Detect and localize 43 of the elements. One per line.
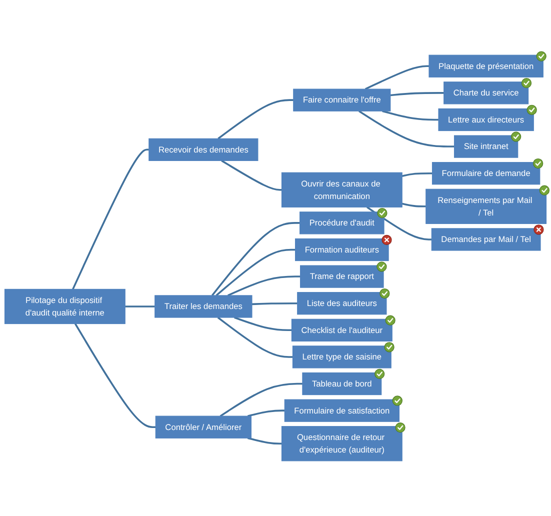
process-box: Lettre aux directeurs xyxy=(438,108,534,132)
connector-line xyxy=(72,148,149,290)
connector-line xyxy=(364,65,429,90)
connector-line xyxy=(217,316,293,358)
process-box: Contrôler / Améliorer xyxy=(155,416,252,438)
process-box: Renseignements par Mail / Tel xyxy=(426,188,547,224)
process-box: Recevoir des demandes xyxy=(148,138,258,161)
process-box: Formulaire de satisfaction xyxy=(284,399,400,422)
process-box: Charte du service xyxy=(444,82,529,104)
connector-line xyxy=(390,92,444,96)
process-box: Lettre type de saisine xyxy=(292,346,392,368)
process-box: Questionnaire de retour d'expérieuce (auditeur) xyxy=(281,426,402,462)
connector-line xyxy=(125,306,155,308)
connector-line xyxy=(228,276,300,296)
connector-line xyxy=(247,410,285,417)
process-box: Pilotage du dispositif d'audit qualité interne xyxy=(4,288,126,324)
connector-line xyxy=(366,206,432,240)
process-box: Plaquette de présentation xyxy=(428,54,544,78)
connector-line xyxy=(218,99,294,140)
process-box: Tableau de bord xyxy=(302,372,382,396)
process-box: Trame de rapport xyxy=(300,265,384,288)
connector-line xyxy=(247,437,282,445)
process-box: Procédure d'audit xyxy=(300,212,384,234)
process-box: Faire connaitre l'offre xyxy=(293,88,391,112)
connector-line xyxy=(402,202,426,208)
connector-line xyxy=(216,248,296,296)
connector-line xyxy=(221,160,282,191)
process-box: Traiter les demandes xyxy=(154,295,252,318)
process-box: Liste des auditeurs xyxy=(297,292,387,315)
connector-line xyxy=(211,222,300,296)
connector-line xyxy=(402,172,432,177)
connector-line xyxy=(220,382,302,417)
process-box: Site intranet xyxy=(454,135,518,158)
connector-line xyxy=(74,323,156,428)
process-box: Demandes par Mail / Tel xyxy=(431,228,541,251)
process-box: Formation auditeurs xyxy=(295,238,389,262)
connector-line xyxy=(234,316,292,332)
process-box: Checklist de l'auditeur xyxy=(291,318,392,342)
process-box: Formulaire de demande xyxy=(432,162,540,185)
connector-line xyxy=(358,110,454,148)
process-box: Ouvrir des canaux de communication xyxy=(281,172,402,208)
connector-line xyxy=(252,302,298,306)
connector-line xyxy=(382,110,439,121)
